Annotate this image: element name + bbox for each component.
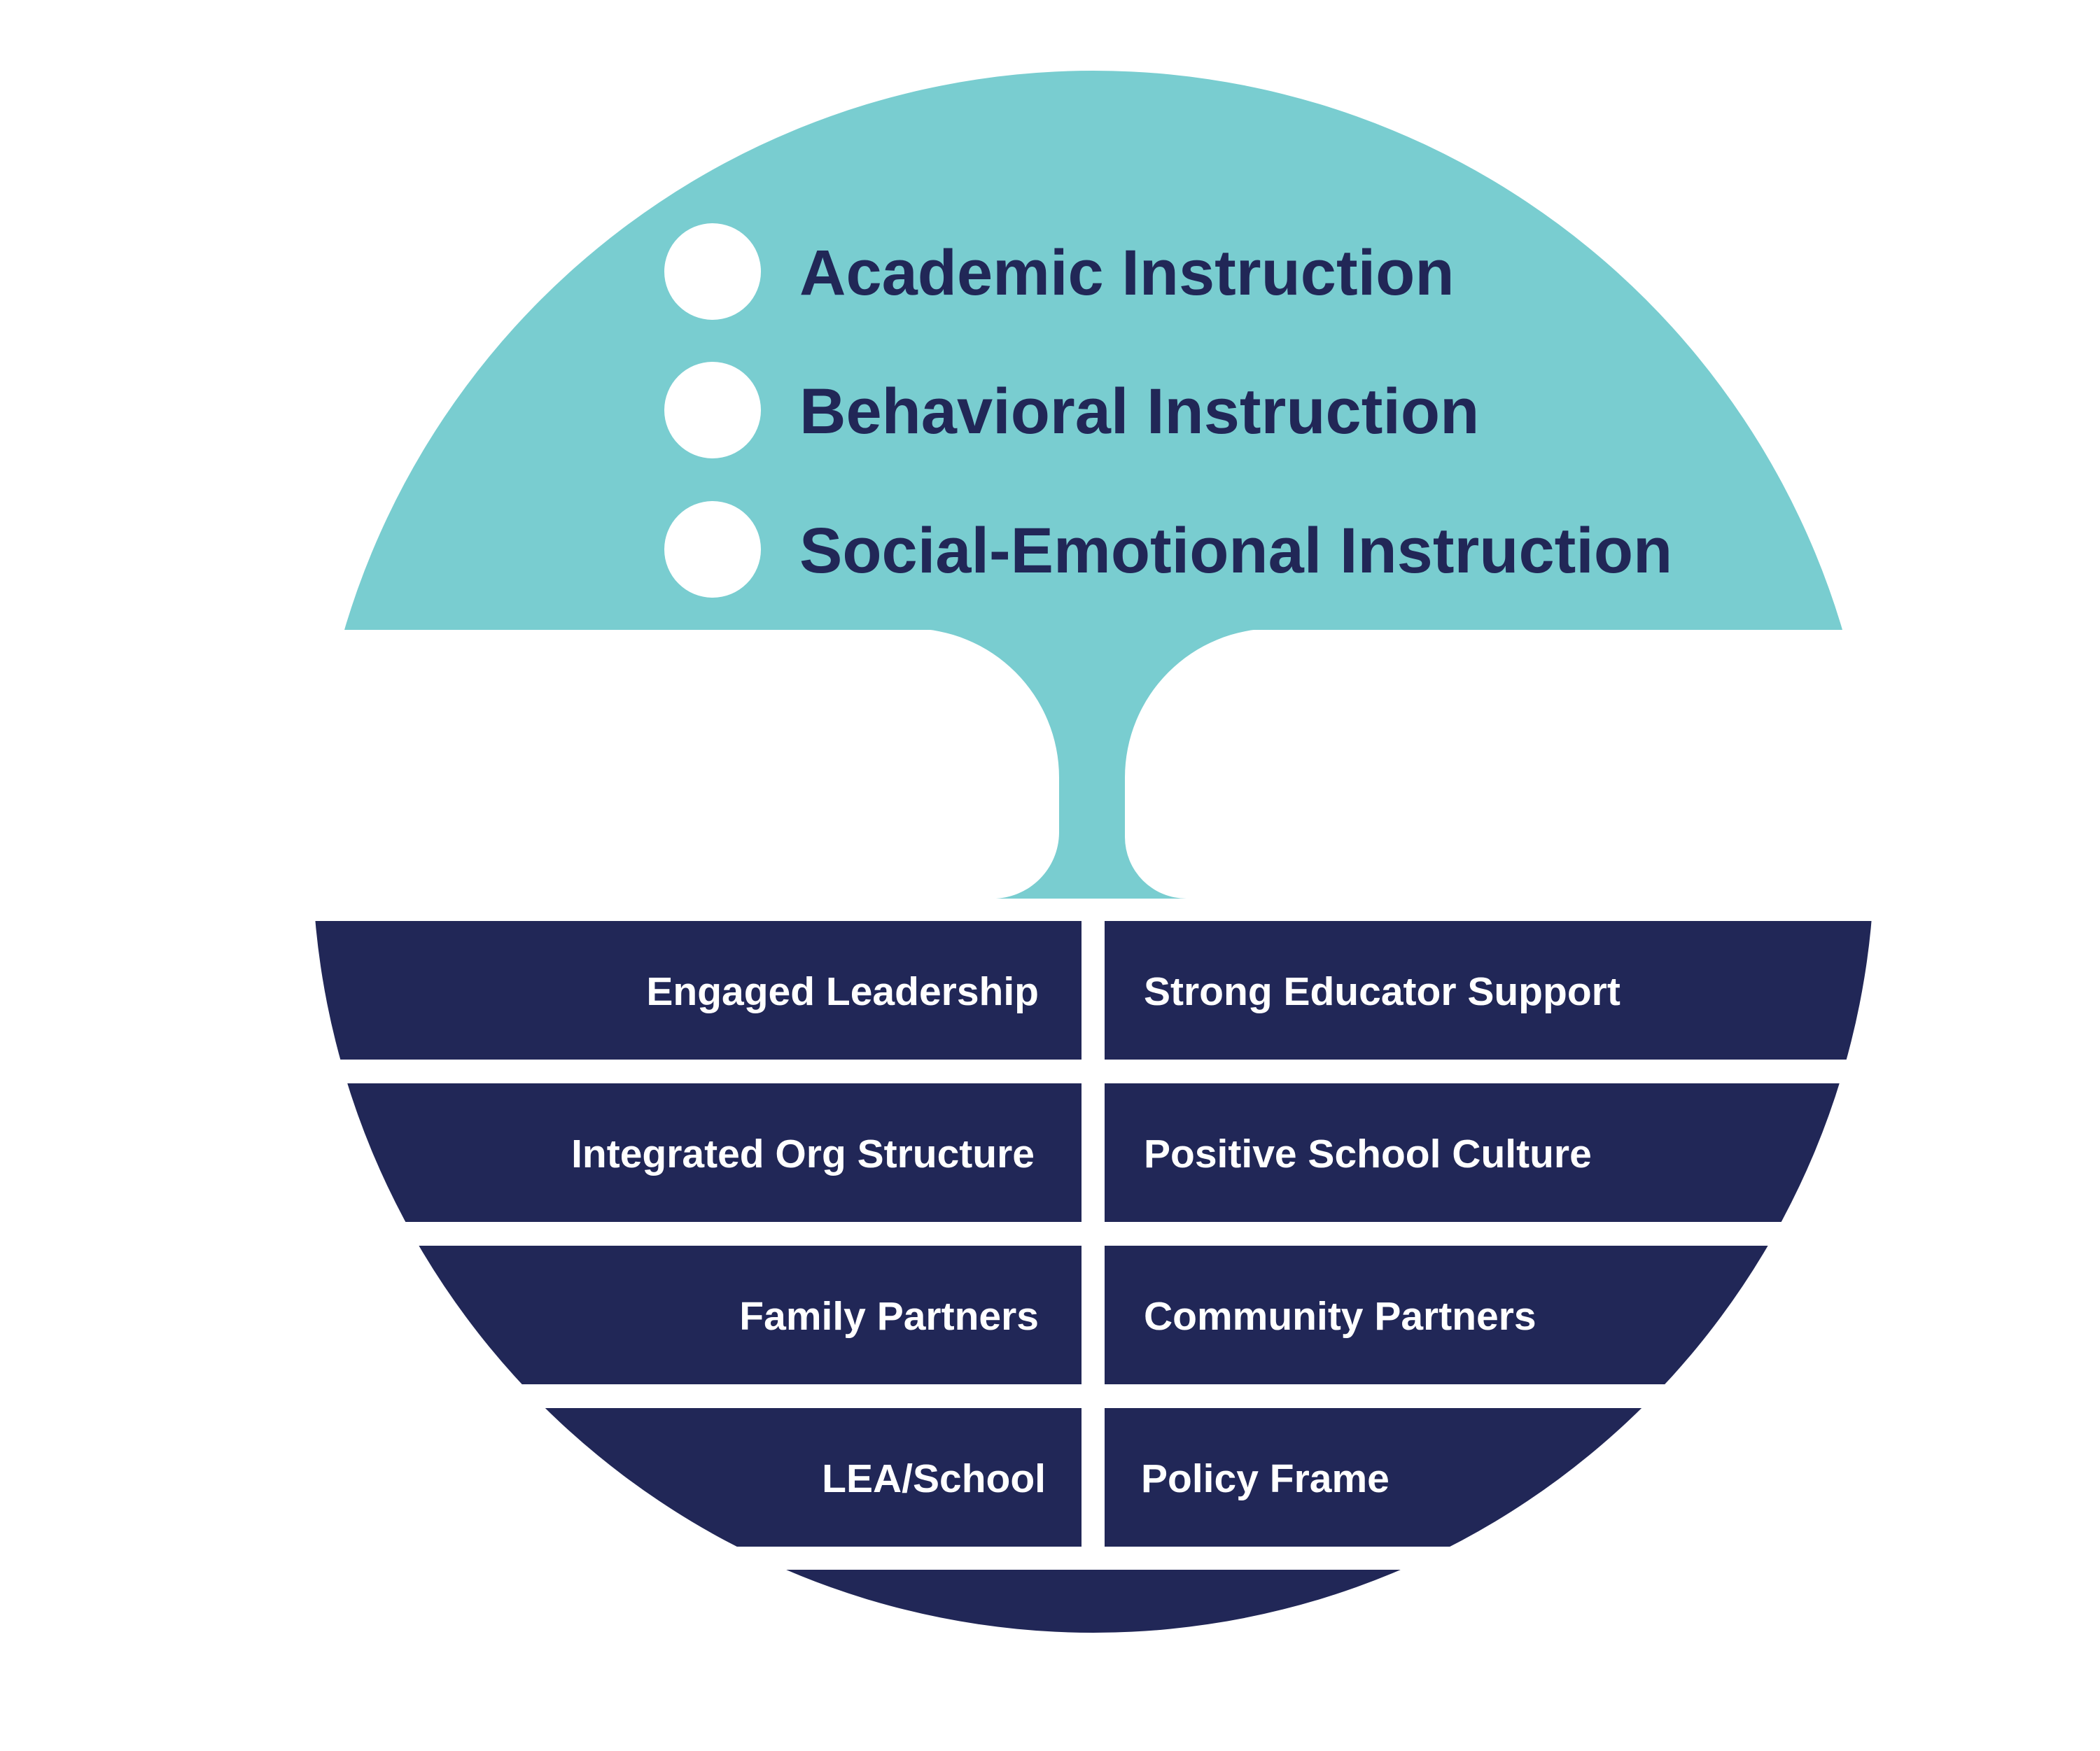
foundation-row-2-left — [312, 1083, 1082, 1222]
instruction-label-behavioral: Behavioral Instruction — [799, 376, 1479, 447]
instruction-bullet-1 — [664, 223, 761, 320]
instruction-bullet-2 — [664, 362, 761, 458]
instruction-bullet-3 — [664, 501, 761, 598]
foundation-row-1-left — [312, 921, 1082, 1060]
foundation-label-community-partners: Community Partners — [1144, 1294, 1536, 1339]
instruction-label-social-emotional: Social-Emotional Instruction — [799, 515, 1672, 586]
foundation-label-positive-school-culture: Positive School Culture — [1144, 1132, 1592, 1176]
foundation-label-policy-frame: Policy Frame — [1141, 1456, 1390, 1501]
foundation-row-2-right — [1105, 1083, 1875, 1222]
foundation-label-family-partners: Family Partners — [739, 1294, 1039, 1339]
instruction-label-academic: Academic Instruction — [799, 237, 1455, 309]
foundation-label-lea-school: LEA/School — [822, 1456, 1046, 1501]
foundation — [312, 921, 1875, 1633]
foundation-row-1-right — [1105, 921, 1875, 1060]
foundation-label-engaged-leadership: Engaged Leadership — [646, 969, 1039, 1014]
foundation-label-strong-educator-support: Strong Educator Support — [1144, 969, 1620, 1014]
trunk — [910, 628, 1274, 899]
foundation-base — [312, 1570, 1875, 1633]
foundation-label-integrated-org-structure: Integrated Org Structure — [571, 1132, 1035, 1176]
